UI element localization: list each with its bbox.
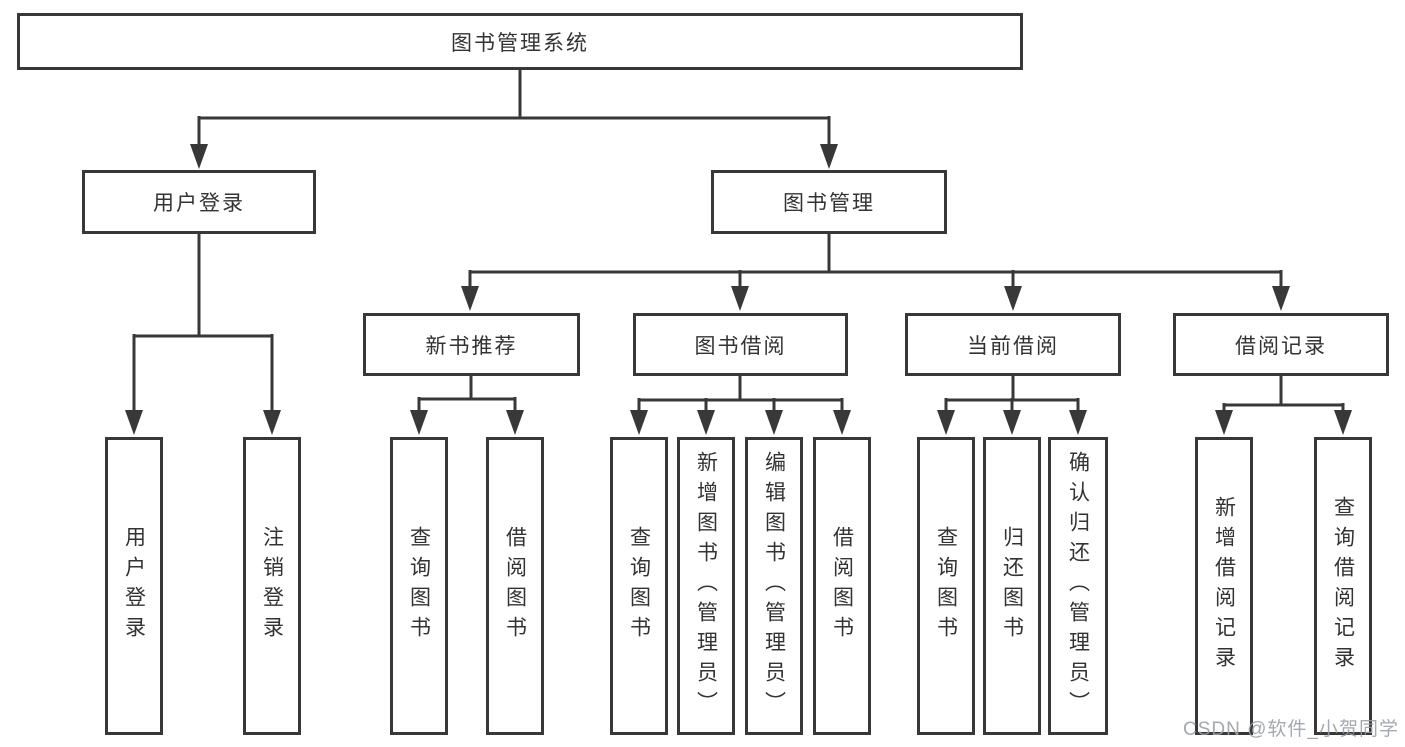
node-label: 借阅图书 <box>503 526 527 646</box>
node-label: 新书推荐 <box>425 334 518 358</box>
leaf-current-confirm-return-admin: 确认归还（管理员） <box>1048 437 1108 735</box>
watermark: CSDN @软件_小贺同学 <box>1183 719 1399 740</box>
node-label: 图书管理系统 <box>451 31 589 55</box>
leaf-user-login: 用户登录 <box>105 437 163 735</box>
node-current-borrow: 当前借阅 <box>905 313 1121 376</box>
node-label: 查询图书 <box>407 526 431 646</box>
node-label: 注销登录 <box>260 526 284 646</box>
leaf-borrow-add-book-admin: 新增图书（管理员） <box>677 437 735 735</box>
node-label: 借阅图书 <box>830 526 854 646</box>
node-label: 查询借阅记录 <box>1331 496 1355 676</box>
node-user-login: 用户登录 <box>82 170 316 234</box>
node-label: 归还图书 <box>1000 526 1024 646</box>
leaf-newbook-query-books: 查询图书 <box>390 437 448 735</box>
node-label: 借阅记录 <box>1235 334 1327 358</box>
leaf-borrow-query-books: 查询图书 <box>610 437 668 735</box>
node-new-book-recommend: 新书推荐 <box>363 313 580 376</box>
leaf-current-query-books: 查询图书 <box>917 437 975 735</box>
leaf-borrow-borrow-books: 借阅图书 <box>813 437 871 735</box>
leaf-records-add-record: 新增借阅记录 <box>1195 437 1253 735</box>
node-label: 查询图书 <box>934 526 958 646</box>
node-label: 查询图书 <box>627 526 651 646</box>
node-library-management-system: 图书管理系统 <box>17 13 1023 70</box>
leaf-newbook-borrow-books: 借阅图书 <box>486 437 544 735</box>
node-label: 新增借阅记录 <box>1212 496 1236 676</box>
node-label: 编辑图书（管理员） <box>762 451 786 721</box>
node-label: 当前借阅 <box>967 334 1059 358</box>
node-label: 用户登录 <box>122 526 146 646</box>
leaf-current-return-books: 归还图书 <box>983 437 1041 735</box>
node-borrow-records: 借阅记录 <box>1173 313 1389 376</box>
node-label: 新增图书（管理员） <box>694 451 718 721</box>
leaf-logout: 注销登录 <box>243 437 301 735</box>
leaf-borrow-edit-book-admin: 编辑图书（管理员） <box>745 437 803 735</box>
node-book-borrow: 图书借阅 <box>633 313 848 376</box>
node-book-management: 图书管理 <box>711 170 947 234</box>
node-label: 确认归还（管理员） <box>1066 451 1090 721</box>
leaf-records-query-record: 查询借阅记录 <box>1314 437 1372 735</box>
node-label: 用户登录 <box>153 192 245 215</box>
node-label: 图书借阅 <box>694 334 787 358</box>
node-label: 图书管理 <box>783 192 875 215</box>
